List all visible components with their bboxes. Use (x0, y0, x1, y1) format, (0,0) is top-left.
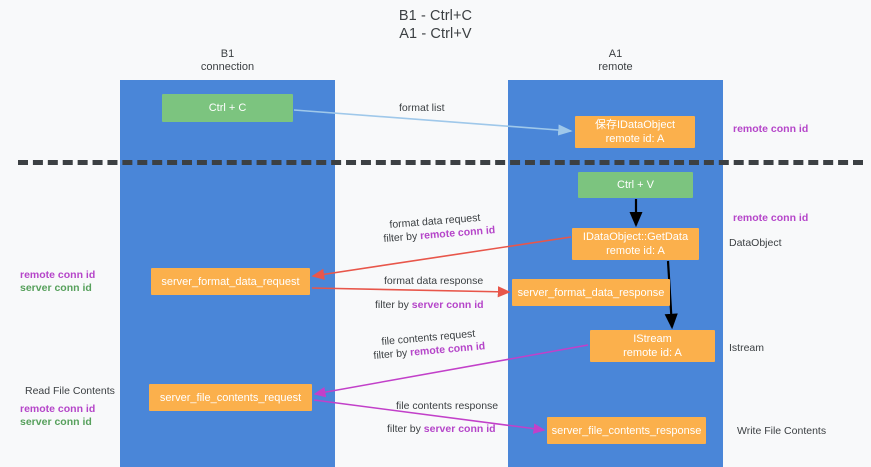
node-save-idataobject[interactable]: 保存IDataObject remote id: A (575, 116, 695, 148)
node-server-file-contents-request-label: server_file_contents_request (159, 391, 302, 404)
node-server-format-data-request-label: server_format_data_request (161, 275, 300, 288)
node-ctrl-c[interactable]: Ctrl + C (162, 94, 293, 122)
side-label-read-file-contents: Read File Contents (25, 385, 115, 397)
node-istream[interactable]: IStream remote id: A (590, 330, 715, 362)
dashed-divider (18, 160, 863, 165)
lane-header-a1-name: A1 (608, 48, 623, 60)
side-label-istream: Istream (729, 342, 765, 354)
edge-label-format-list: format list (399, 102, 445, 114)
diagram-title-line-2: A1 - Ctrl+V (399, 26, 472, 42)
node-istream-sublabel: remote id: A (623, 347, 682, 359)
edge-label-format-data-response: format data response (384, 275, 484, 287)
side-label-left-server-conn-id-1: server conn id (20, 282, 92, 294)
side-label-left-server-conn-id-2: server conn id (20, 416, 92, 428)
side-label-left-remote-conn-id-1: remote conn id (20, 269, 96, 281)
node-server-format-data-response-label: server_format_data_response (517, 286, 665, 299)
edge-label-format-data-response-filter: filter by server conn id (375, 299, 484, 311)
lane-header-a1-subtitle: remote (598, 61, 633, 73)
arrow-format-data-response (311, 286, 511, 298)
filter-prefix: filter by (387, 423, 424, 435)
side-label-write-file-contents: Write File Contents (737, 425, 827, 437)
node-server-format-data-request[interactable]: server_format_data_request (151, 268, 310, 295)
edge-label-file-contents-response-filter: filter by server conn id (387, 423, 496, 435)
filter-prefix: filter by (383, 230, 421, 245)
edge-label-file-contents-response: file contents response (396, 400, 499, 412)
node-server-file-contents-response[interactable]: server_file_contents_response (547, 417, 706, 444)
filter-prefix: filter by (373, 346, 411, 362)
side-label-remote-conn-id-top: remote conn id (733, 123, 809, 135)
lane-header-a1: A1 remote (508, 48, 723, 74)
node-ctrl-v[interactable]: Ctrl + V (578, 172, 693, 198)
filter-prefix: filter by (375, 299, 412, 311)
lane-header-b1-name: B1 (220, 48, 235, 60)
node-save-idataobject-sublabel: remote id: A (605, 133, 665, 145)
node-server-file-contents-response-label: server_file_contents_response (551, 424, 702, 437)
node-server-file-contents-request[interactable]: server_file_contents_request (149, 384, 312, 411)
node-save-idataobject-label: 保存IDataObject (594, 119, 676, 131)
node-ctrl-v-label: Ctrl + V (617, 179, 654, 191)
side-label-dataobject: DataObject (729, 237, 782, 249)
node-istream-label: IStream (633, 333, 672, 345)
node-idataobject-getdata-label: IDataObject::GetData (582, 231, 689, 243)
filter-key-server-conn-id: server conn id (411, 299, 484, 311)
node-idataobject-getdata-sublabel: remote id: A (606, 245, 665, 257)
node-server-format-data-response[interactable]: server_format_data_response (512, 279, 670, 306)
side-label-left-remote-conn-id-2: remote conn id (20, 403, 96, 415)
node-idataobject-getdata[interactable]: IDataObject::GetData remote id: A (572, 228, 699, 260)
side-label-remote-conn-id-mid: remote conn id (733, 212, 809, 224)
lane-header-b1-subtitle: connection (200, 61, 255, 73)
lane-header-b1: B1 connection (120, 48, 335, 74)
diagram-title-line-1: B1 - Ctrl+C (398, 8, 473, 24)
filter-key-server-conn-id: server conn id (423, 423, 496, 435)
node-ctrl-c-label: Ctrl + C (208, 102, 247, 114)
